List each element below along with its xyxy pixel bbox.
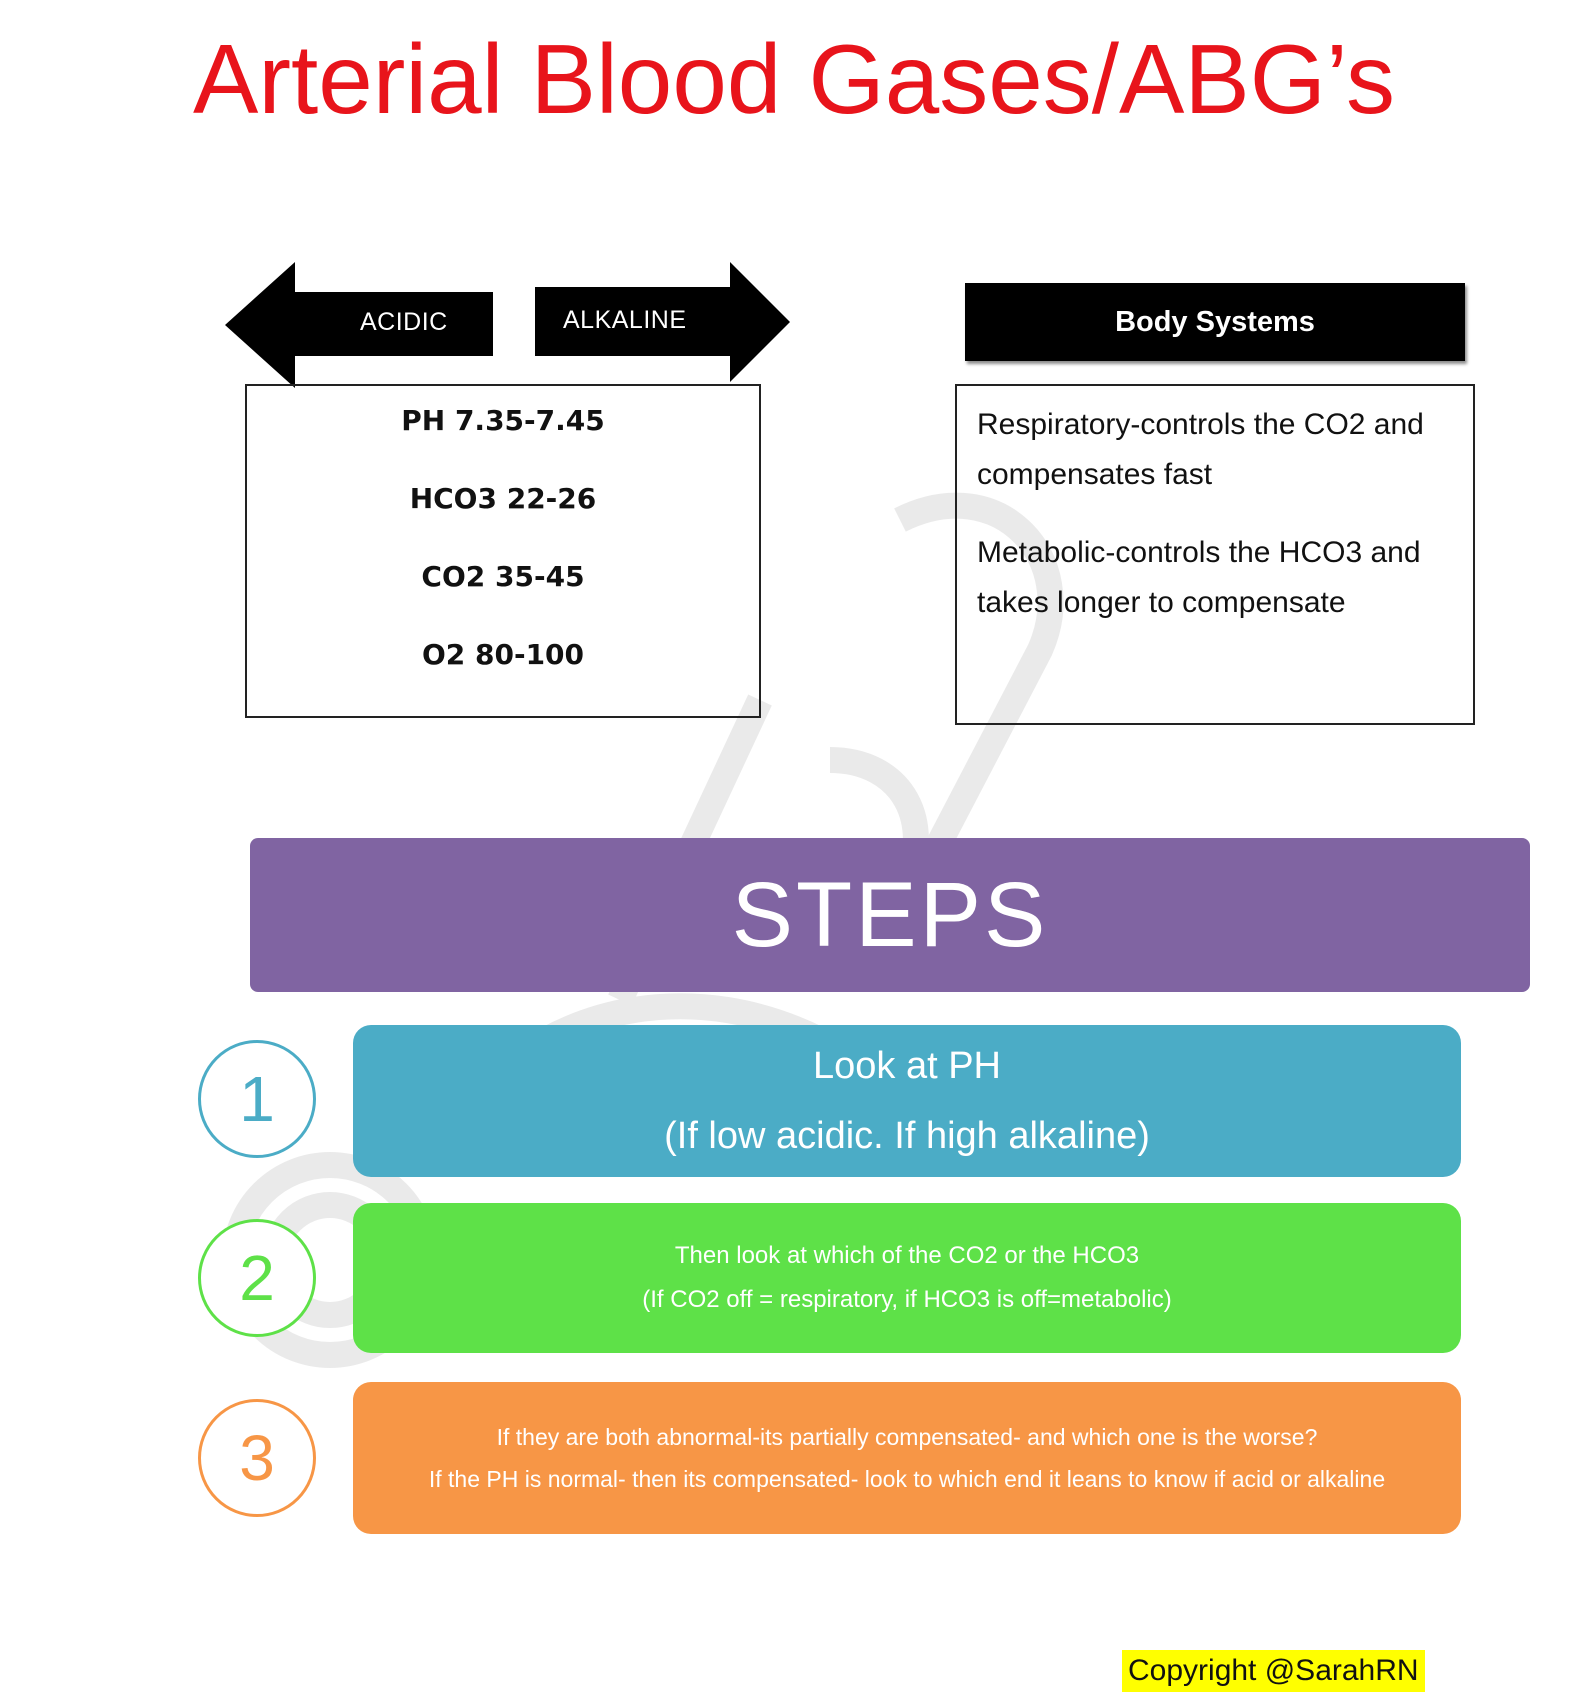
normal-values-box: PH 7.35-7.45 HCO3 22-26 CO2 35-45 O2 80-… [245, 384, 761, 718]
step-1-box: Look at PH (If low acidic. If high alkal… [353, 1025, 1461, 1177]
step-number-1: 1 [198, 1040, 316, 1158]
ph-value: PH 7.35-7.45 [401, 404, 605, 437]
hco3-value: HCO3 22-26 [409, 482, 597, 515]
step-2-line-1: Then look at which of the CO2 or the HCO… [674, 1242, 1140, 1269]
alkaline-label: ALKALINE [563, 306, 687, 334]
step-number-3: 3 [198, 1399, 316, 1517]
step-2-line-2: (If CO2 off = respiratory, if HCO3 is of… [642, 1286, 1172, 1313]
body-systems-box: Respiratory-controls the CO2 and compens… [955, 384, 1475, 725]
step-1-line-1: Look at PH [813, 1045, 1001, 1087]
step-3-line-2: If the PH is normal- then its compensate… [428, 1466, 1386, 1492]
step-3-box: If they are both abnormal-its partially … [353, 1382, 1461, 1534]
co2-value: CO2 35-45 [421, 560, 585, 593]
o2-value: O2 80-100 [421, 638, 585, 671]
metabolic-text: Metabolic-controls the HCO3 and takes lo… [977, 536, 1421, 619]
step-number-2: 2 [198, 1219, 316, 1337]
step-3-line-1: If they are both abnormal-its partially … [496, 1424, 1318, 1450]
respiratory-text: Respiratory-controls the CO2 and compens… [977, 408, 1424, 491]
ph-direction-arrows: ACIDIC ALKALINE [225, 262, 795, 392]
body-systems-header: Body Systems [965, 283, 1465, 361]
acidic-label: ACIDIC [360, 308, 448, 336]
step-1-line-2: (If low acidic. If high alkaline) [664, 1115, 1150, 1157]
double-arrow-icon [225, 262, 790, 388]
page-title: Arterial Blood Gases/ABG’s [193, 24, 1395, 134]
copyright-notice: Copyright @SarahRN [1122, 1650, 1425, 1692]
step-2-box: Then look at which of the CO2 or the HCO… [353, 1203, 1461, 1353]
steps-header: STEPS [250, 838, 1530, 992]
